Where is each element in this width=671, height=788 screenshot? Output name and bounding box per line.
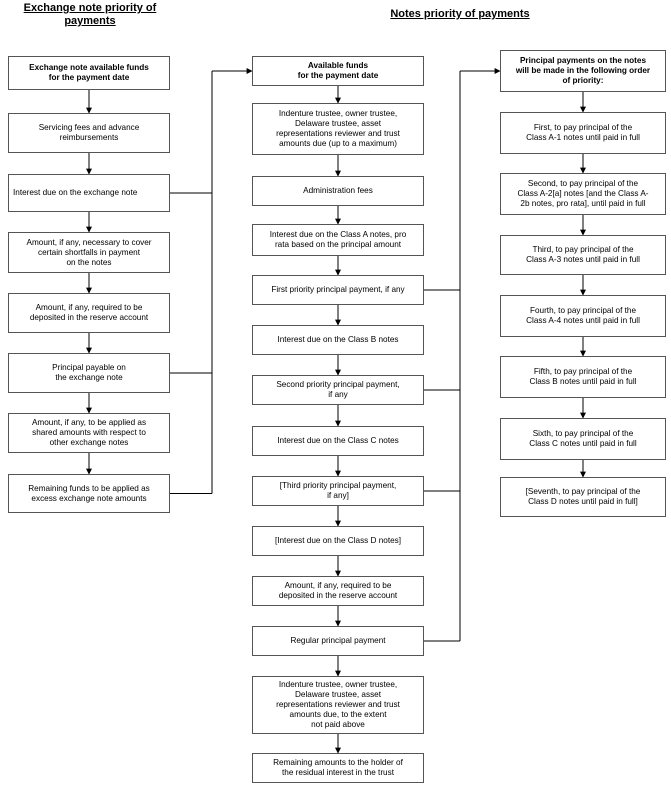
center-box-9: [Third priority principal payment, if an… [252, 476, 424, 506]
exchange-note-title: Exchange note priority of payments [23, 2, 157, 27]
center-box-1: Available funds for the payment date [252, 56, 424, 86]
center-box-2: Indenture trustee, owner trustee, Delawa… [252, 103, 424, 155]
left-box-7: Amount, if any, to be applied as shared … [8, 413, 170, 453]
right-box-8: [Seventh, to pay principal of the Class … [500, 477, 666, 517]
right-box-7: Sixth, to pay principal of the Class C n… [500, 418, 666, 460]
right-box-3: Second, to pay principal of the Class A-… [500, 173, 666, 215]
center-box-5: First priority principal payment, if any [252, 275, 424, 305]
center-box-4: Interest due on the Class A notes, pro r… [252, 224, 424, 256]
center-box-6: Interest due on the Class B notes [252, 325, 424, 355]
center-box-13: Indenture trustee, owner trustee, Delawa… [252, 676, 424, 734]
right-box-5: Fourth, to pay principal of the Class A-… [500, 295, 666, 337]
right-box-4: Third, to pay principal of the Class A-3… [500, 235, 666, 275]
center-box-7: Second priority principal payment, if an… [252, 375, 424, 405]
center-box-10: [Interest due on the Class D notes] [252, 526, 424, 556]
center-box-14: Remaining amounts to the holder of the r… [252, 753, 424, 783]
left-box-8: Remaining funds to be applied as excess … [8, 474, 170, 513]
notes-priority-title: Notes priority of payments [390, 8, 530, 20]
center-box-3: Administration fees [252, 176, 424, 206]
right-box-2: First, to pay principal of the Class A-1… [500, 112, 666, 154]
right-box-1: Principal payments on the notes will be … [500, 50, 666, 92]
left-box-5: Amount, if any, required to be deposited… [8, 293, 170, 333]
center-box-8: Interest due on the Class C notes [252, 426, 424, 456]
left-box-3: Interest due on the exchange note [8, 174, 170, 212]
right-box-6: Fifth, to pay principal of the Class B n… [500, 356, 666, 398]
center-box-12: Regular principal payment [252, 626, 424, 656]
left-box-1: Exchange note available funds for the pa… [8, 56, 170, 90]
center-box-11: Amount, if any, required to be deposited… [252, 576, 424, 606]
left-box-4: Amount, if any, necessary to cover certa… [8, 232, 170, 273]
left-box-6: Principal payable on the exchange note [8, 353, 170, 393]
left-box-2: Servicing fees and advance reimbursement… [8, 113, 170, 153]
